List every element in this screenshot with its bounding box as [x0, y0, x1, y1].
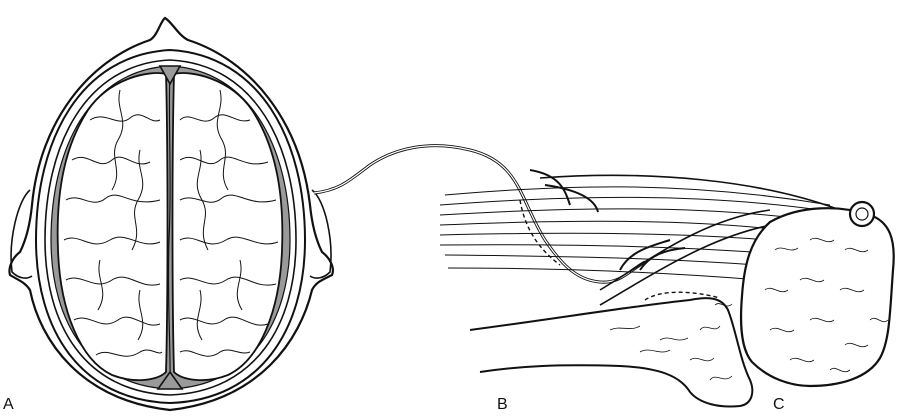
panel-label-c: C [773, 396, 785, 414]
left-ear [11, 190, 32, 278]
nerve-fiber-inner [314, 146, 645, 283]
right-ear [310, 190, 331, 278]
nerve-fiber [314, 146, 645, 283]
panel-a-drawing [9, 18, 332, 410]
bone-shaft [470, 298, 752, 406]
bone-foramen [850, 202, 874, 226]
panel-label-b: B [497, 396, 508, 414]
panel-label-a: A [3, 396, 14, 414]
bone-head [741, 202, 894, 386]
